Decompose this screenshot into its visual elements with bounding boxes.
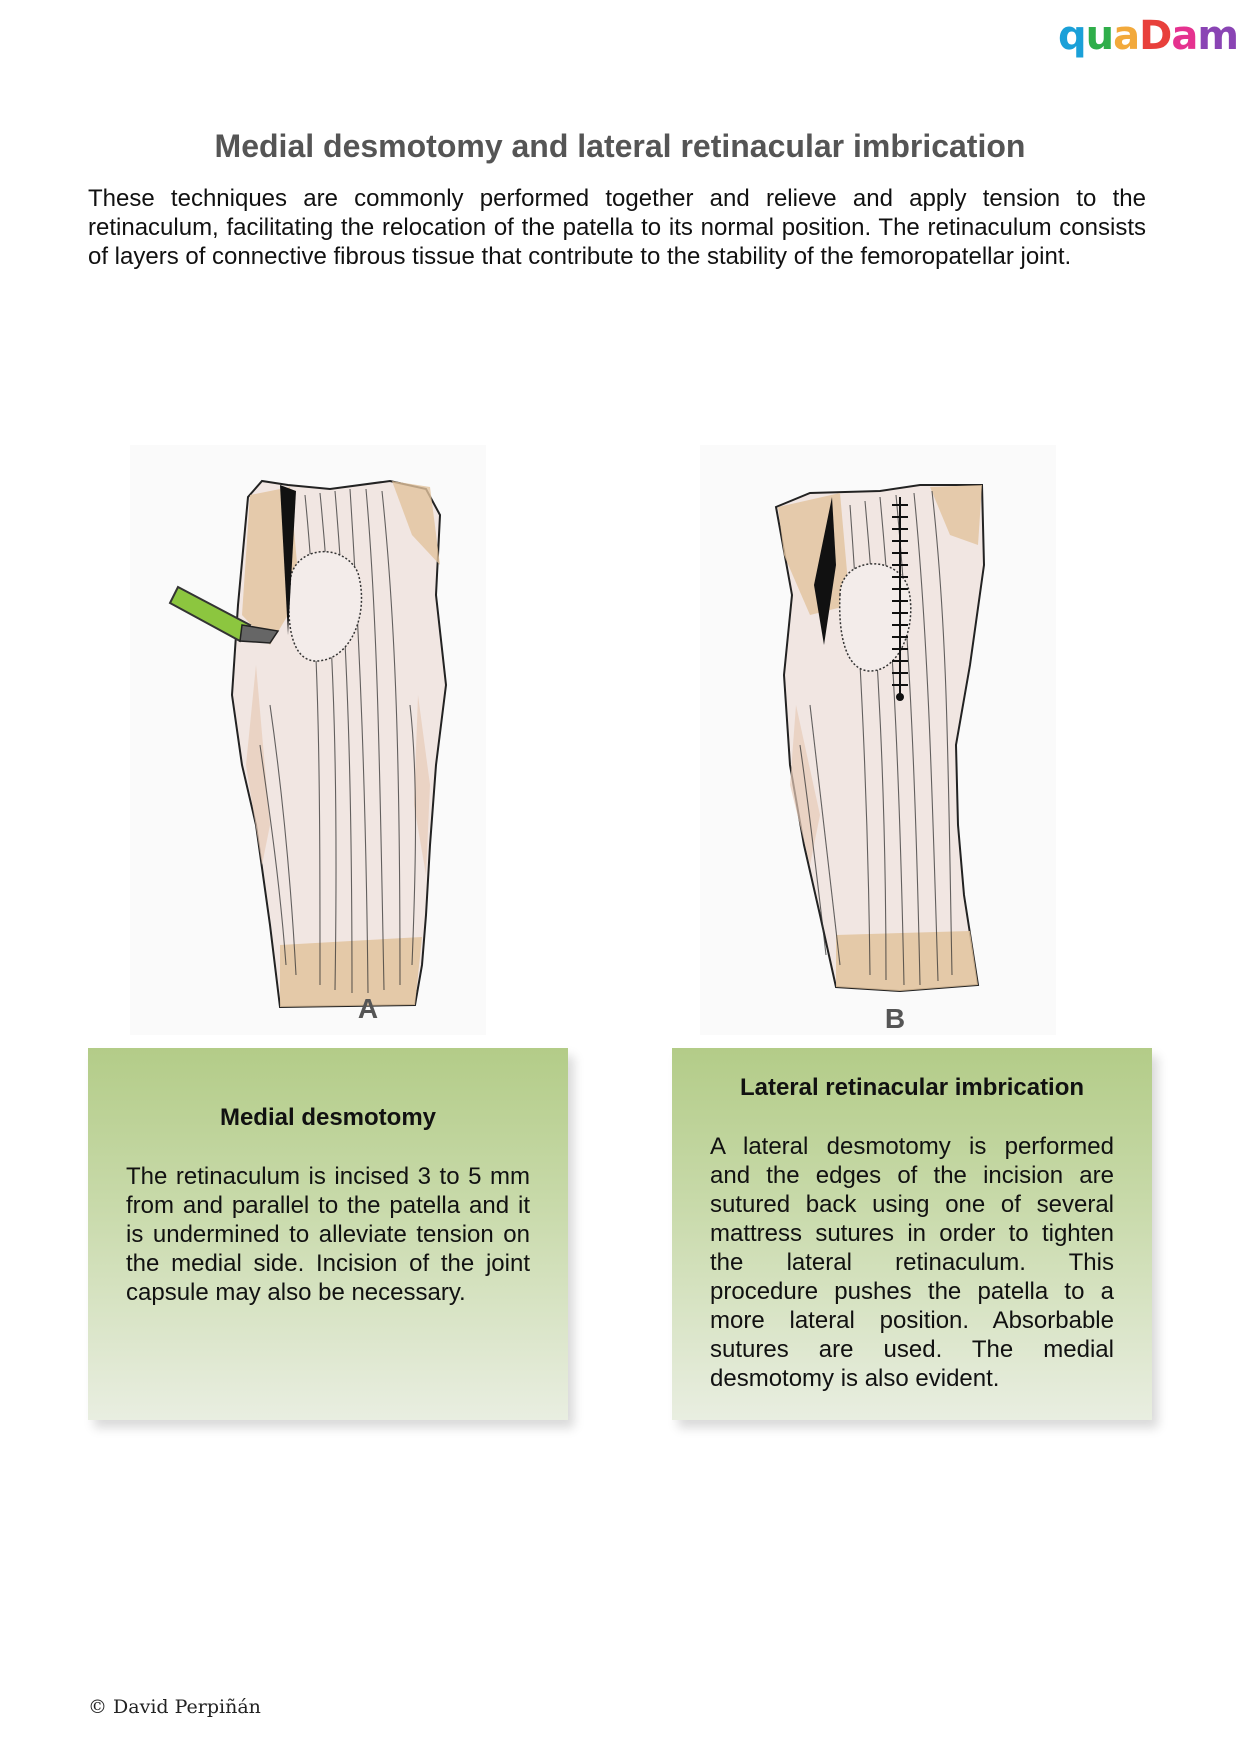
box-heading: Lateral retinacular imbrication (739, 1074, 1085, 1101)
logo-letter: D (1139, 13, 1172, 59)
lateral-imbrication-box: Lateral retinacular imbrication A latera… (672, 1048, 1152, 1420)
knee-illustration-b (774, 484, 986, 993)
logo-letter: m (1197, 13, 1239, 59)
figure-b: B (700, 445, 1056, 1035)
logo-letter: a (1113, 13, 1140, 59)
copyright: © David Perpiñán (88, 1696, 261, 1718)
logo-letter: a (1171, 13, 1198, 59)
logo-letter: u (1085, 13, 1115, 59)
figure-label-b: B (884, 1003, 906, 1034)
intro-paragraph: These techniques are commonly performed … (88, 185, 1146, 270)
box-text: The retinaculum is incised 3 to 5 mm fro… (126, 1163, 530, 1306)
medial-desmotomy-box: Medial desmotomy The retinaculum is inci… (88, 1048, 568, 1420)
box-heading: Medial desmotomy (219, 1104, 437, 1131)
figure-a: A (130, 445, 486, 1035)
knee-illustration-a (168, 479, 448, 1009)
quadam-logo: quaDam (1058, 13, 1239, 59)
page-title: Medial desmotomy and lateral retinacular… (214, 128, 1026, 164)
box-text: A lateral desmotomy is performed and the… (710, 1133, 1114, 1392)
figure-label-a: A (357, 993, 379, 1024)
logo-letter: q (1058, 13, 1087, 59)
